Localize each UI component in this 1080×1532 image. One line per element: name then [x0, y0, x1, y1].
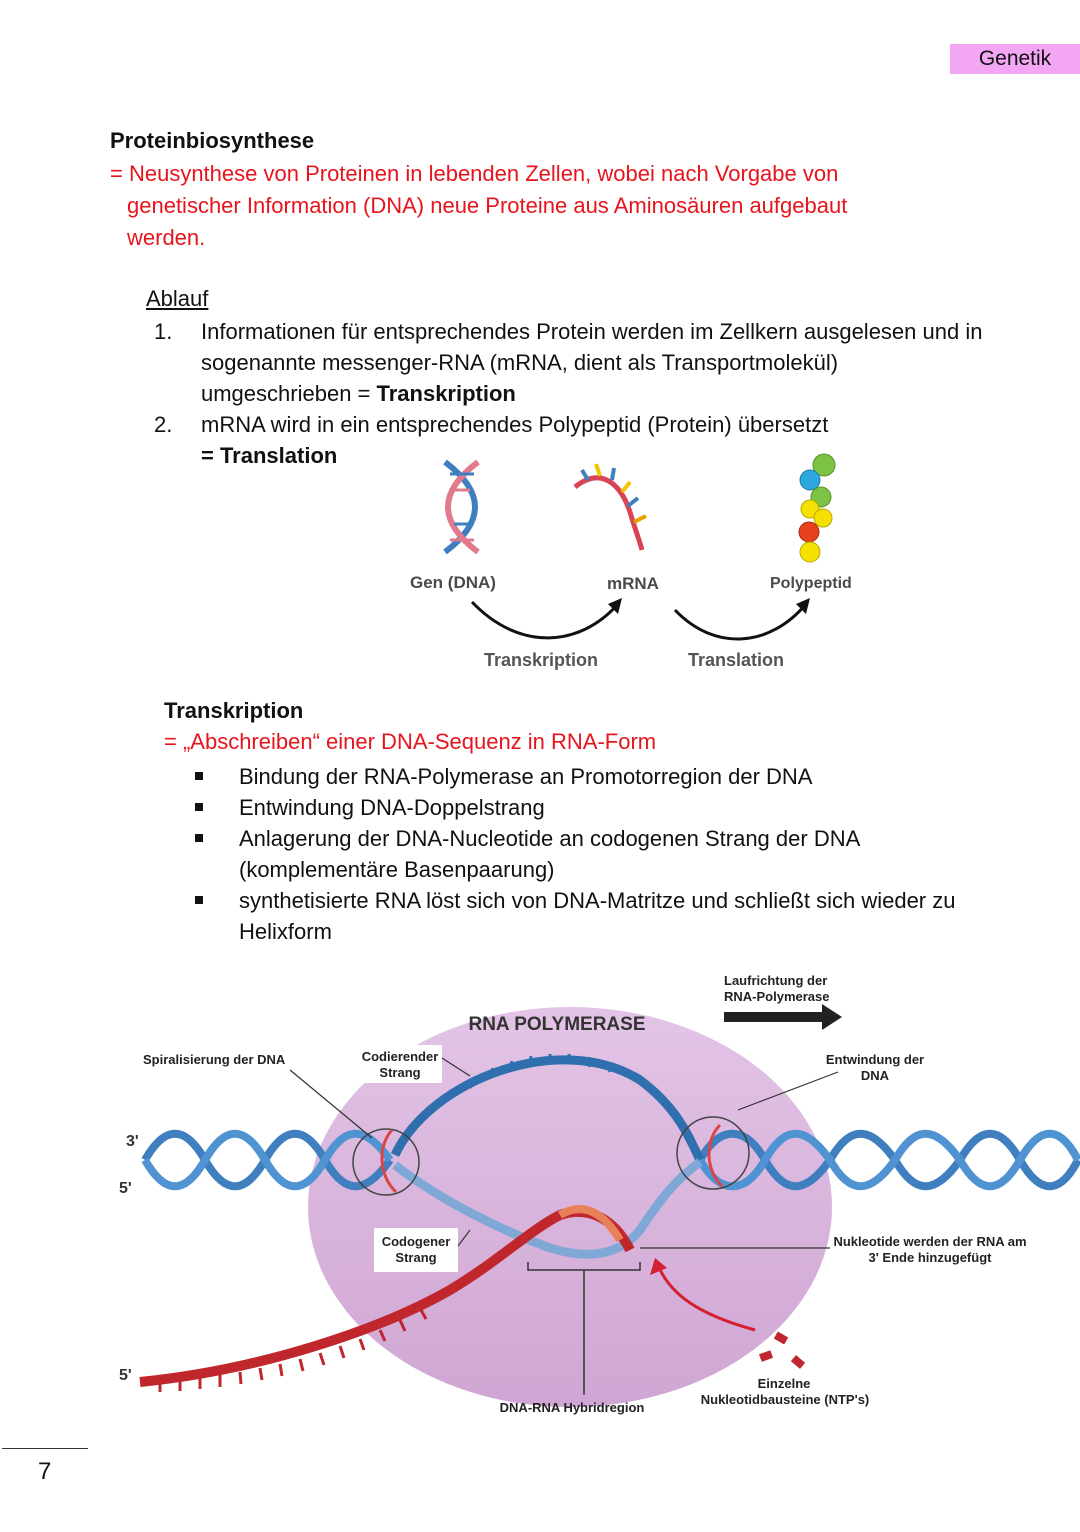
section-tag: Genetik	[950, 44, 1080, 74]
ntp-arrow	[656, 1264, 756, 1332]
section-title-transkription: Transkription	[164, 698, 304, 723]
list-text: Informationen für entsprechendes Protein…	[201, 319, 983, 406]
list-item: Bindung der RNA-Polymerase an Promotorre…	[192, 761, 1012, 792]
coding-strand-label: Strang	[379, 1065, 420, 1080]
ntp-label: Nukleotidbausteine (NTP's)	[701, 1392, 870, 1407]
page-number: 7	[38, 1458, 52, 1485]
ablauf-list: 1. Informationen für entsprechendes Prot…	[154, 316, 994, 471]
direction-label: Laufrichtung der	[724, 973, 827, 988]
coding-strand	[390, 1055, 705, 1163]
nucleotides-added-label: 3' Ende hinzugefügt	[869, 1250, 993, 1265]
definition-line: = Neusynthese von Proteinen in lebenden …	[110, 161, 839, 186]
transkription-bullets: Bindung der RNA-Polymerase an Promotorre…	[192, 761, 1012, 947]
section-title-proteinbiosynthese: Proteinbiosynthese	[110, 128, 315, 153]
dna-helix-right	[696, 1129, 1080, 1191]
arrow-transkription	[470, 600, 620, 640]
label-gene: Gen (DNA)	[410, 573, 496, 592]
footer-divider	[2, 1448, 88, 1449]
dna-helix-left	[141, 1129, 394, 1191]
polypeptide-icon	[798, 453, 836, 563]
polymerase-title: RNA POLYMERASE	[468, 1014, 645, 1035]
arrow-translation	[673, 603, 808, 641]
direction-label: RNA-Polymerase	[724, 989, 830, 1004]
list-text: mRNA wird in ein entsprechendes Polypept…	[201, 412, 829, 468]
codogenic-label: Codogener	[382, 1234, 451, 1249]
hybrid-label: DNA-RNA Hybridregion	[500, 1400, 645, 1415]
list-item: Anlagerung der DNA-Nucleotide an codogen…	[192, 823, 1012, 885]
mrna-icon	[573, 463, 647, 551]
label-mrna: mRNA	[607, 574, 659, 593]
list-item: 1. Informationen für entsprechendes Prot…	[154, 316, 994, 409]
label-transkription: Transkription	[484, 650, 598, 670]
list-number: 1.	[154, 319, 173, 344]
label-polypeptide: Polypeptid	[770, 575, 852, 592]
rna-polymerase-diagram: RNA POLYMERASE Laufrichtung der RNA-Poly…	[119, 973, 1080, 1415]
end-label-5: 5'	[119, 1367, 132, 1384]
nucleotides-added-label: Nukleotide werden der RNA am	[833, 1234, 1026, 1249]
direction-arrow	[724, 1004, 842, 1030]
unwinding-label: DNA	[861, 1068, 890, 1083]
end-label-3: 3'	[126, 1133, 139, 1150]
list-item: synthetisierte RNA löst sich von DNA-Mat…	[192, 885, 1012, 947]
list-number: 2.	[154, 412, 173, 437]
dna-helix-icon	[443, 459, 480, 555]
ntp-monomers	[758, 1331, 806, 1369]
ntp-label: Einzelne	[758, 1376, 811, 1391]
list-item: Entwindung DNA-Doppelstrang	[192, 792, 1012, 823]
definition-line: werden.	[127, 225, 206, 250]
definition-transkription: = „Abschreiben“ einer DNA-Sequenz in RNA…	[164, 729, 657, 754]
unwinding-circle	[676, 1116, 750, 1190]
coding-strand-label: Codierender	[362, 1049, 439, 1064]
end-label-5: 5'	[119, 1180, 132, 1197]
overview-diagram: Gen (DNA) mRNA Polypeptid Transkription …	[410, 453, 852, 670]
spiral-label: Spiralisierung der DNA	[143, 1052, 286, 1067]
unwinding-label: Entwindung der	[826, 1052, 924, 1067]
spiral-circle	[352, 1128, 420, 1196]
label-translation: Translation	[688, 650, 784, 670]
definition-line: genetischer Information (DNA) neue Prote…	[127, 193, 848, 218]
codogenic-label: Strang	[395, 1250, 436, 1265]
definition-proteinbiosynthese: = Neusynthese von Proteinen in lebenden …	[110, 158, 930, 254]
codogenic-strand	[392, 1158, 703, 1259]
ablauf-heading: Ablauf	[146, 286, 209, 311]
list-item: 2. mRNA wird in ein entsprechendes Polyp…	[154, 409, 994, 471]
